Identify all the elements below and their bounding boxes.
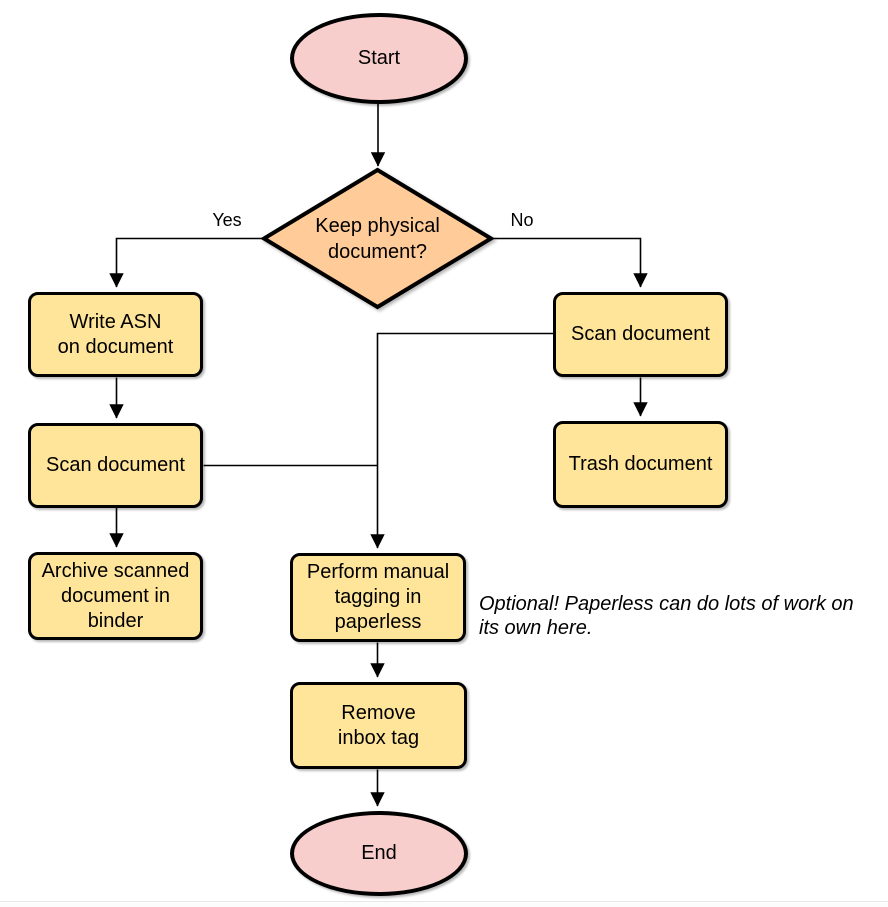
write-asn-node: Write ASN on document — [28, 292, 203, 377]
end-node: End — [290, 811, 468, 896]
scan-document-left-node-label: Scan document — [46, 454, 185, 476]
manual-tagging-node: Perform manual tagging in paperless — [290, 553, 466, 642]
decision-diamond-shape — [260, 167, 495, 310]
edge-label-yes: Yes — [212, 210, 242, 230]
edge-label-no: No — [510, 210, 534, 230]
end-node-label: End — [361, 842, 397, 864]
remove-inbox-tag-node-label: Remove inbox tag — [337, 701, 420, 749]
edge-decision-yes — [109, 237, 264, 288]
scan-document-right-node-label: Scan document — [571, 323, 710, 345]
remove-inbox-tag-node: Remove inbox tag — [290, 682, 467, 769]
trash-document-node: Trash document — [553, 421, 728, 508]
edge-decision-no — [491, 237, 648, 288]
scan-document-right-node: Scan document — [553, 292, 728, 377]
page-bottom-edge — [0, 901, 888, 907]
edge-scanright-to-tagging — [370, 332, 553, 549]
archive-node: Archive scanned document in binder — [28, 552, 203, 640]
trash-document-node-label: Trash document — [568, 453, 713, 475]
decision-node-label: Keep physical document? — [315, 215, 440, 263]
write-asn-node-label: Write ASN on document — [57, 310, 174, 358]
optional-annotation: Optional! Paperless can do lots of work … — [479, 593, 854, 639]
start-node: Start — [290, 13, 468, 104]
start-node-label: Start — [357, 47, 401, 69]
scan-document-left-node: Scan document — [28, 423, 203, 508]
manual-tagging-node-label: Perform manual tagging in paperless — [306, 561, 450, 633]
archive-node-label: Archive scanned document in binder — [41, 559, 190, 632]
